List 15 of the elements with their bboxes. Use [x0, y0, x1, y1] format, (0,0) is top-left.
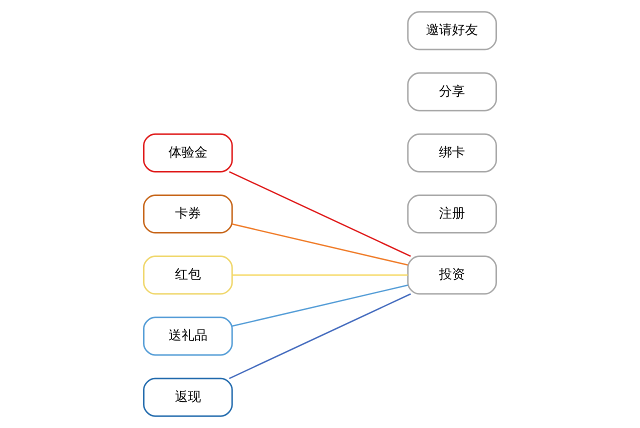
connector: [228, 293, 411, 380]
node-box: 投资: [407, 256, 497, 295]
node-box: 注册: [407, 194, 497, 234]
node-box: 分享: [407, 72, 497, 112]
node-box: 绑卡: [407, 133, 497, 172]
connector: [228, 171, 411, 257]
connector: [232, 284, 408, 327]
node-box: 送礼品: [143, 316, 233, 356]
node-box: 红包: [143, 256, 233, 295]
connector: [232, 274, 408, 276]
connector: [232, 223, 408, 266]
node-box: 邀请好友: [407, 11, 497, 50]
node-box: 卡券: [143, 194, 233, 234]
node-box: 体验金: [143, 133, 233, 172]
node-box: 返现: [143, 378, 233, 417]
